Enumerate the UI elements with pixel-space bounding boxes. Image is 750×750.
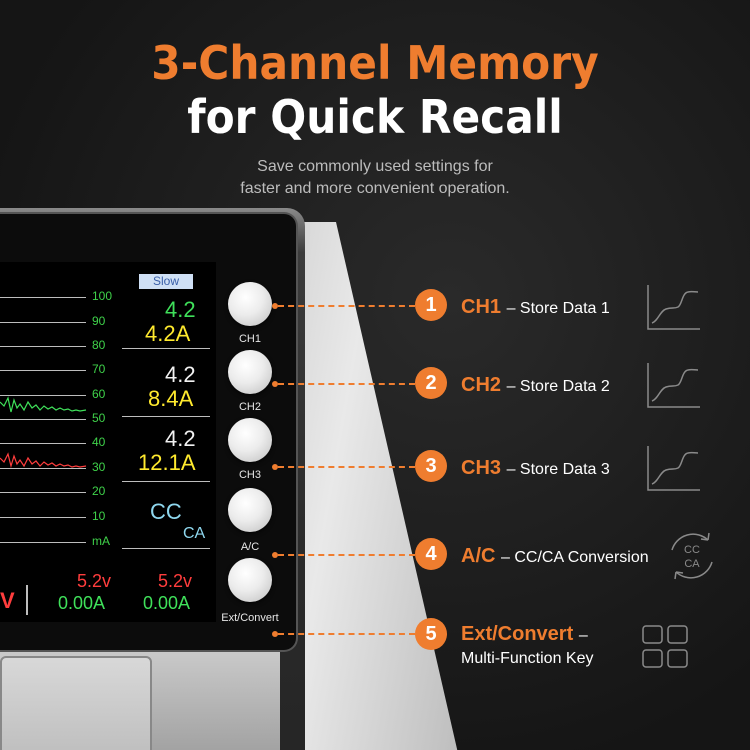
scale-label: 20 — [92, 484, 106, 498]
grid-line — [0, 370, 86, 371]
feature-name: CH1 — [461, 296, 502, 318]
grid-line — [0, 346, 86, 347]
feature-desc: – Store Data 1 — [506, 300, 610, 317]
scale-label: 70 — [92, 362, 106, 376]
ac-button-label: A/C — [240, 541, 260, 553]
cycle-icon-bottom-text: CA — [684, 558, 700, 570]
ext-convert-button-label: Ext/Convert — [221, 612, 279, 624]
ch1-button-label: CH1 — [238, 333, 261, 345]
leader-dot — [272, 303, 278, 309]
scale-label: 10 — [92, 509, 106, 523]
grid-line — [0, 517, 86, 518]
headline-secondary: for Quick Recall — [187, 90, 563, 144]
leader-dot — [272, 631, 278, 637]
curve-chart-icon — [647, 363, 700, 408]
feature-desc-5b: Multi-Function Key — [461, 650, 594, 667]
grid-line — [0, 468, 86, 469]
speed-badge: Slow — [139, 274, 193, 289]
feature-title-5: Ext/Convert – — [461, 623, 588, 646]
feature-number-5: 5 — [415, 618, 447, 650]
mode-ca: CA — [183, 525, 206, 542]
ch2-voltage: 4.2 — [165, 362, 196, 387]
feature-name: CH3 — [461, 457, 502, 479]
feature-title-2: CH2 – Store Data 2 — [461, 374, 610, 397]
cycle-icon: CC CA — [671, 532, 713, 580]
ch3-button-label: CH3 — [238, 469, 261, 481]
scale-label: 50 — [92, 411, 106, 425]
ch2-button-label: CH2 — [238, 401, 261, 413]
feature-number-3: 3 — [415, 450, 447, 482]
usb2-current: 0.00A — [143, 593, 191, 613]
feature-number-4: 4 — [415, 538, 447, 570]
divider — [122, 416, 210, 417]
feature-title-3: CH3 – Store Data 3 — [461, 457, 610, 480]
feature-title-1: CH1 – Store Data 1 — [461, 296, 610, 319]
grid-icon — [642, 625, 688, 668]
ac-button[interactable] — [228, 488, 272, 532]
leader-line-5 — [278, 633, 415, 635]
divider — [122, 481, 210, 482]
feature-desc: – CC/CA Conversion — [501, 549, 649, 566]
grid-line — [0, 322, 86, 323]
scale-label: 100 — [92, 289, 113, 303]
ch3-button[interactable] — [228, 418, 272, 462]
grid-line — [0, 443, 86, 444]
ch3-voltage: 4.2 — [165, 426, 196, 451]
feature-desc: – Store Data 3 — [506, 461, 610, 478]
scale-label: 30 — [92, 460, 106, 474]
red-waveform — [0, 452, 87, 469]
feature-title-4: A/C – CC/CA Conversion — [461, 545, 649, 568]
divider — [122, 548, 210, 549]
partial-voltage-unit: V — [0, 588, 15, 613]
feature-desc: – Store Data 2 — [506, 378, 610, 395]
scale-label: 90 — [92, 314, 106, 328]
headline-primary: 3-Channel Memory — [151, 36, 599, 90]
device-lower-window — [0, 656, 152, 750]
leader-dot — [272, 381, 278, 387]
grid-line — [0, 419, 86, 420]
cycle-icon-top-text: CC — [684, 544, 700, 556]
grid-line — [0, 395, 86, 396]
grid-line — [0, 297, 86, 298]
curve-chart-icon — [647, 285, 700, 330]
ch1-current: 4.2A — [145, 321, 191, 346]
ch2-button[interactable] — [228, 350, 272, 394]
leader-line-2 — [278, 383, 415, 385]
feature-number-1: 1 — [415, 289, 447, 321]
usb1-voltage: 5.2v — [77, 571, 112, 591]
leader-line-4 — [278, 554, 415, 556]
scale-label: 80 — [92, 338, 106, 352]
scale-label: 60 — [92, 387, 106, 401]
feature-name: Ext/Convert — [461, 623, 574, 645]
scale-label: 40 — [92, 435, 106, 449]
scale-label: mA — [92, 534, 110, 548]
mode-cc: CC — [150, 499, 182, 524]
feature-desc: – — [578, 627, 588, 644]
grid-line — [0, 492, 86, 493]
leader-line-3 — [278, 466, 415, 468]
usb1-current: 0.00A — [58, 593, 106, 613]
ch1-voltage: 4.2 — [165, 297, 196, 322]
ext-convert-button[interactable] — [228, 558, 272, 602]
ch3-current: 12.1A — [138, 450, 196, 475]
ch2-current: 8.4A — [148, 386, 194, 411]
ch1-button[interactable] — [228, 282, 272, 326]
usb2-voltage: 5.2v — [158, 571, 193, 591]
feature-number-2: 2 — [415, 367, 447, 399]
green-waveform — [0, 396, 87, 413]
current-waveforms — [0, 396, 87, 469]
grid-line — [0, 542, 86, 543]
output-separator — [26, 585, 28, 615]
leader-dot — [272, 464, 278, 470]
feature-name: A/C — [461, 545, 496, 567]
feature-name: CH2 — [461, 374, 502, 396]
leader-dot — [272, 552, 278, 558]
divider — [122, 348, 210, 349]
curve-chart-icon — [647, 446, 700, 491]
subtitle-line-2: faster and more convenient operation. — [240, 180, 510, 197]
subtitle-line-1: Save commonly used settings for — [257, 158, 493, 175]
leader-line-1 — [278, 305, 415, 307]
